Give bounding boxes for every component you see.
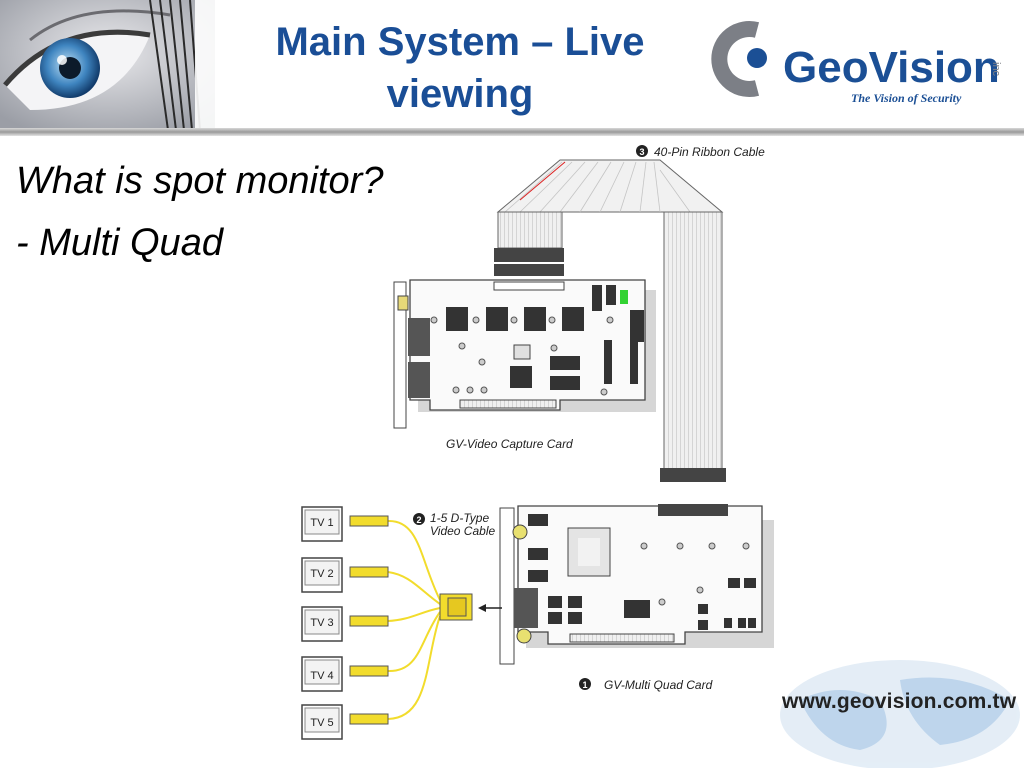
tv-1: TV 1	[301, 506, 389, 542]
tv-label: TV 3	[310, 617, 333, 629]
bullet-item: - Multi Quad	[16, 222, 223, 264]
bullet-list: What is spot monitor? - Multi Quad	[16, 150, 383, 274]
bullet-item: What is spot monitor?	[16, 160, 384, 202]
header-divider	[0, 128, 1024, 136]
title-line-1: Main System – Live	[275, 20, 645, 64]
tv-2: TV 2	[301, 557, 389, 593]
ribbon-cable-label: 40-Pin Ribbon Cable	[654, 145, 765, 159]
video-cable-number: 2	[416, 515, 421, 525]
slide-header: Main System – Live viewing GeoVision inc…	[0, 0, 1024, 138]
tv-label: TV 5	[310, 717, 333, 729]
tv-label: TV 2	[310, 568, 333, 580]
tv-5: TV 5	[301, 704, 389, 740]
title-line-2: viewing	[386, 72, 534, 116]
slide-title: Main System – Live viewing	[225, 16, 695, 120]
tv-monitors: TV 1 TV 2 TV 3 TV 4 TV 5	[301, 506, 389, 740]
video-cable-label-1: 1-5 D-Type	[430, 511, 489, 525]
multi-quad-number: 1	[582, 680, 587, 690]
ribbon-cable-number: 3	[639, 147, 644, 157]
ribbon-cable	[494, 159, 726, 482]
logo-tagline: The Vision of Security	[851, 91, 962, 105]
website-url: www.geovision.com.tw	[782, 690, 1017, 713]
multi-quad-label: GV-Multi Quad Card	[604, 678, 713, 692]
logo-suffix: inc	[990, 62, 1002, 77]
logo-text: GeoVision	[783, 43, 1000, 92]
tv-4: TV 4	[301, 656, 389, 692]
globe-graphic	[780, 660, 1020, 768]
tv-3: TV 3	[301, 606, 389, 642]
multi-quad-number-circle	[579, 678, 591, 690]
tv-label: TV 1	[310, 517, 333, 529]
eye-image	[0, 0, 215, 130]
multi-quad-card	[499, 504, 774, 665]
video-cable-number-circle	[413, 513, 425, 525]
capture-card-label: GV-Video Capture Card	[446, 437, 573, 451]
ribbon-number-circle	[636, 145, 648, 157]
d-type-video-cable	[387, 519, 502, 720]
video-cable-label-2: Video Cable	[430, 524, 495, 538]
tv-label: TV 4	[310, 670, 333, 682]
video-capture-card	[393, 279, 656, 429]
geovision-logo: GeoVision inc The Vision of Security	[711, 21, 1002, 105]
